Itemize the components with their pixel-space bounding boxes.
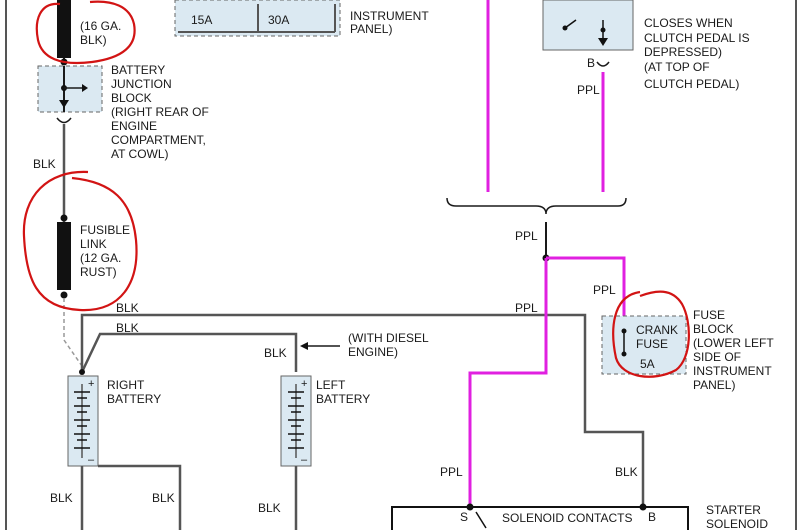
left-battery-plus: + <box>301 378 307 390</box>
wire-ppl-solenoid-label: PPL <box>440 465 463 479</box>
fuse-block <box>601 315 687 375</box>
fusible-link-label-2: (12 GA. <box>80 251 121 265</box>
solenoid-s-terminal: S <box>460 510 468 524</box>
splice-ppl-fuse-label: PPL <box>593 283 616 297</box>
diesel-note-line2: ENGINE) <box>348 345 398 359</box>
fuse-30a-label: 30A <box>268 13 289 27</box>
wire-blk-middle-bus <box>80 332 298 373</box>
starter-solenoid <box>391 503 689 530</box>
solenoid-contacts-label: SOLENOID CONTACTS <box>502 511 632 525</box>
red-circle-crank-fuse <box>612 290 690 378</box>
harness-brace <box>446 197 627 215</box>
fuse-block-title-3: SIDE OF <box>693 350 741 364</box>
fuse-block-title-2: (LOWER LEFT <box>693 336 774 350</box>
red-circle-16ga <box>35 0 136 65</box>
fuse-block-title-0: FUSE <box>693 308 725 322</box>
top-fuse-box: 15A 30A <box>174 0 341 37</box>
right-battery-plus: + <box>88 378 94 390</box>
wire-rb-right-label: BLK <box>152 491 175 505</box>
wire-rb-left-label: BLK <box>50 491 73 505</box>
crank-fuse-rating: 5A <box>640 357 655 371</box>
wire-ppl-to-solenoid <box>468 258 548 507</box>
junction-label-3: (RIGHT REAR OF <box>111 105 209 119</box>
clutch-switch-text-4: CLUTCH PEDAL) <box>644 77 739 91</box>
wire-blk-upper-label: BLK <box>33 157 56 171</box>
clutch-switch-box <box>542 0 634 51</box>
fuse-block-title-4: INSTRUMENT <box>693 364 772 378</box>
clutch-switch-connector-arc <box>596 61 610 67</box>
splice-ppl-down-label: PPL <box>515 301 538 315</box>
fuse-block-title-1: BLOCK <box>693 322 734 336</box>
right-battery-label-2: BATTERY <box>107 392 161 406</box>
wire-lb-label: BLK <box>258 501 281 515</box>
fusible-link-label-3: RUST) <box>80 265 117 279</box>
fusible-link-element <box>57 222 71 290</box>
right-battery-minus: – <box>88 454 95 466</box>
battery-junction-block <box>37 65 103 113</box>
clutch-switch-text-1: CLUTCH PEDAL IS <box>644 31 750 45</box>
right-battery-symbol <box>67 375 99 467</box>
wire-blk-middle-label: BLK <box>116 321 139 335</box>
fusible-link-bottom-node <box>60 291 68 299</box>
junction-label-2: BLOCK <box>111 91 152 105</box>
fusible-link-label-1: LINK <box>80 237 107 251</box>
connector-arc <box>56 117 72 124</box>
right-battery-plus-node <box>79 369 85 375</box>
diesel-note-line1: (WITH DIESEL <box>348 331 429 345</box>
wire-blk-left-battery-in-label: BLK <box>264 346 287 360</box>
wire-blk-top-bus <box>80 313 645 507</box>
junction-label-0: BATTERY <box>111 63 165 77</box>
diesel-arrow-head <box>300 342 308 350</box>
junction-label-4: ENGINE <box>111 119 157 133</box>
clutch-switch-text-3: (AT TOP OF <box>644 60 710 74</box>
clutch-switch-text-2: DEPRESSED) <box>644 45 722 59</box>
red-circle-fusible-link <box>22 170 138 312</box>
left-battery-minus: – <box>301 454 308 466</box>
top-panel-text: INSTRUMENT <box>350 9 429 23</box>
junction-label-6: AT COWL) <box>111 147 169 161</box>
top-panel-text-2: PANEL) <box>350 22 392 36</box>
wire-dashed-to-right-battery <box>63 298 83 367</box>
fuse-block-title-5: PANEL) <box>693 378 735 392</box>
left-battery-label-1: LEFT <box>316 378 346 392</box>
left-battery-symbol <box>280 375 312 467</box>
fusible-16ga-element <box>57 0 71 58</box>
splice-ppl-above-label: PPL <box>515 229 538 243</box>
right-battery-label-1: RIGHT <box>107 378 145 392</box>
junction-label-1: JUNCTION <box>111 77 172 91</box>
wire-rb-bottom-right <box>98 464 182 530</box>
wire-blk-top-label: BLK <box>116 301 139 315</box>
clutch-switch-terminal: B <box>587 56 595 70</box>
junction-label-5: COMPARTMENT, <box>111 133 206 147</box>
starter-solenoid-label-2: SOLENOID <box>706 517 768 530</box>
fusible-link-top-node <box>60 214 68 222</box>
fusible-16ga-line2: BLK) <box>80 33 107 47</box>
fusible-link-label-0: FUSIBLE <box>80 223 130 237</box>
fuse-15a-label: 15A <box>191 13 212 27</box>
solenoid-b-terminal: B <box>648 510 656 524</box>
starter-solenoid-label-1: STARTER <box>706 503 761 517</box>
clutch-switch-text-0: CLOSES WHEN <box>644 16 733 30</box>
wire-blk-solenoid-label: BLK <box>615 465 638 479</box>
fusible-16ga-line1: (16 GA. <box>80 19 121 33</box>
crank-fuse-name-1: CRANK <box>636 323 678 337</box>
crank-fuse-name-2: FUSE <box>636 337 668 351</box>
clutch-switch-wire-label: PPL <box>577 83 600 97</box>
left-battery-label-2: BATTERY <box>316 392 370 406</box>
